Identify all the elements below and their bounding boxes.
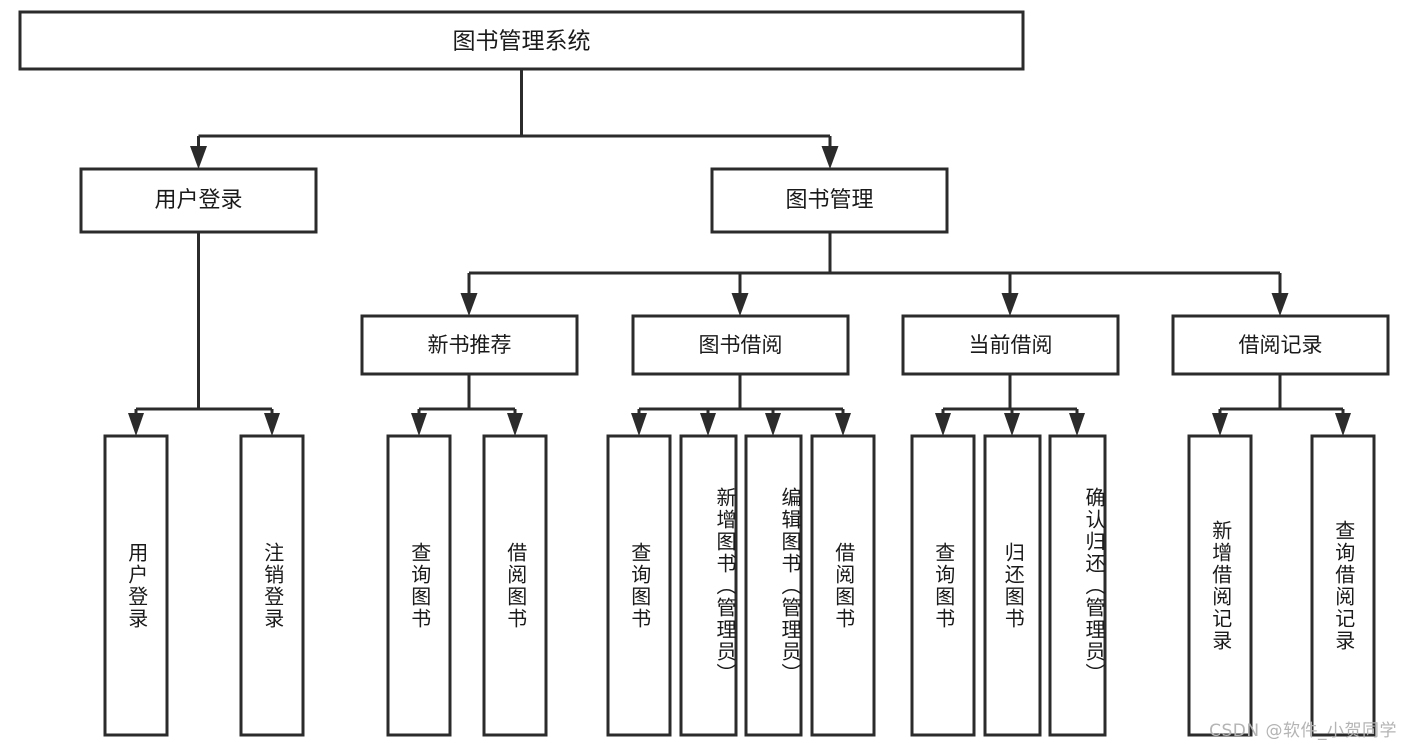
arrow-head-leaf-confirm-return <box>1069 413 1085 436</box>
node-user-login[interactable]: 用户登录 <box>79 167 318 234</box>
node-new-book-recommend-label: 新书推荐 <box>428 333 512 357</box>
node-book-management-box[interactable] <box>710 167 949 234</box>
node-user-login-label: 用户登录 <box>154 188 242 213</box>
node-book-borrow[interactable]: 图书借阅 <box>631 314 850 376</box>
node-new-book-recommend-box[interactable] <box>360 314 579 376</box>
node-new-book-recommend[interactable]: 新书推荐 <box>360 314 579 376</box>
csdn-watermark: CSDN @软件_小贺同学 <box>1209 721 1397 741</box>
node-root-box[interactable] <box>18 10 1025 71</box>
leaf-box-borrow-book-2[interactable] <box>810 434 876 737</box>
node-borrow-record-box[interactable] <box>1171 314 1390 376</box>
arrow-head-leaf-borrow-book-1 <box>507 413 523 436</box>
node-user-login-box[interactable] <box>79 167 318 234</box>
leaf-box-borrow-book-1[interactable] <box>482 434 548 737</box>
leaf-box-query-book-1[interactable] <box>386 434 452 737</box>
node-book-management[interactable]: 图书管理 <box>710 167 949 234</box>
leaf-box-query-book-3[interactable] <box>910 434 976 737</box>
leaf-box-logout[interactable] <box>239 434 305 737</box>
arrow-head-borrow <box>731 293 749 316</box>
node-book-management-label: 图书管理 <box>785 188 873 213</box>
arrow-head-leaf-query-book-2 <box>631 413 647 436</box>
node-borrow-record[interactable]: 借阅记录 <box>1171 314 1390 376</box>
arrow-head-current <box>1001 293 1019 316</box>
leaf-box-user-login[interactable] <box>103 434 169 737</box>
arrow-head-leaf-query-record <box>1335 413 1351 436</box>
arrow-head-leaf-borrow-book-2 <box>835 413 851 436</box>
connector-group <box>128 69 1351 436</box>
arrow-head-book-manage <box>821 146 839 169</box>
node-current-borrow-label: 当前借阅 <box>969 333 1053 357</box>
leaf-box-add-book[interactable] <box>679 434 738 737</box>
leaf-box-query-book-2[interactable] <box>606 434 672 737</box>
arrow-head-leaf-query-book-3 <box>935 413 951 436</box>
arrow-head-leaf-return-book <box>1004 413 1020 436</box>
leaf-box-add-record[interactable] <box>1187 434 1253 737</box>
node-borrow-record-label: 借阅记录 <box>1239 333 1323 357</box>
arrow-head-leaf-logout <box>264 413 280 436</box>
leaf-box-edit-book[interactable] <box>744 434 803 737</box>
leaf-box-confirm-return[interactable] <box>1048 434 1107 737</box>
arrow-head-leaf-add-book <box>700 413 716 436</box>
arrow-head-leaf-edit-book <box>765 413 781 436</box>
arrow-head-leaf-query-book-1 <box>411 413 427 436</box>
node-root[interactable]: 图书管理系统 <box>18 10 1025 71</box>
arrow-head-user-login <box>190 146 207 169</box>
node-current-borrow[interactable]: 当前借阅 <box>901 314 1120 376</box>
node-book-borrow-box[interactable] <box>631 314 850 376</box>
leaf-box-return-book[interactable] <box>983 434 1042 737</box>
leaf-box-query-record[interactable] <box>1310 434 1376 737</box>
arrow-head-leaf-add-record <box>1212 413 1228 436</box>
arrow-head-leaf-user-login <box>128 413 144 436</box>
arrow-head-newbook <box>460 293 478 316</box>
leaf-box-group <box>103 434 1376 737</box>
node-current-borrow-box[interactable] <box>901 314 1120 376</box>
node-root-label: 图书管理系统 <box>453 29 591 55</box>
arrow-head-record <box>1271 293 1289 316</box>
node-book-borrow-label: 图书借阅 <box>699 333 783 357</box>
